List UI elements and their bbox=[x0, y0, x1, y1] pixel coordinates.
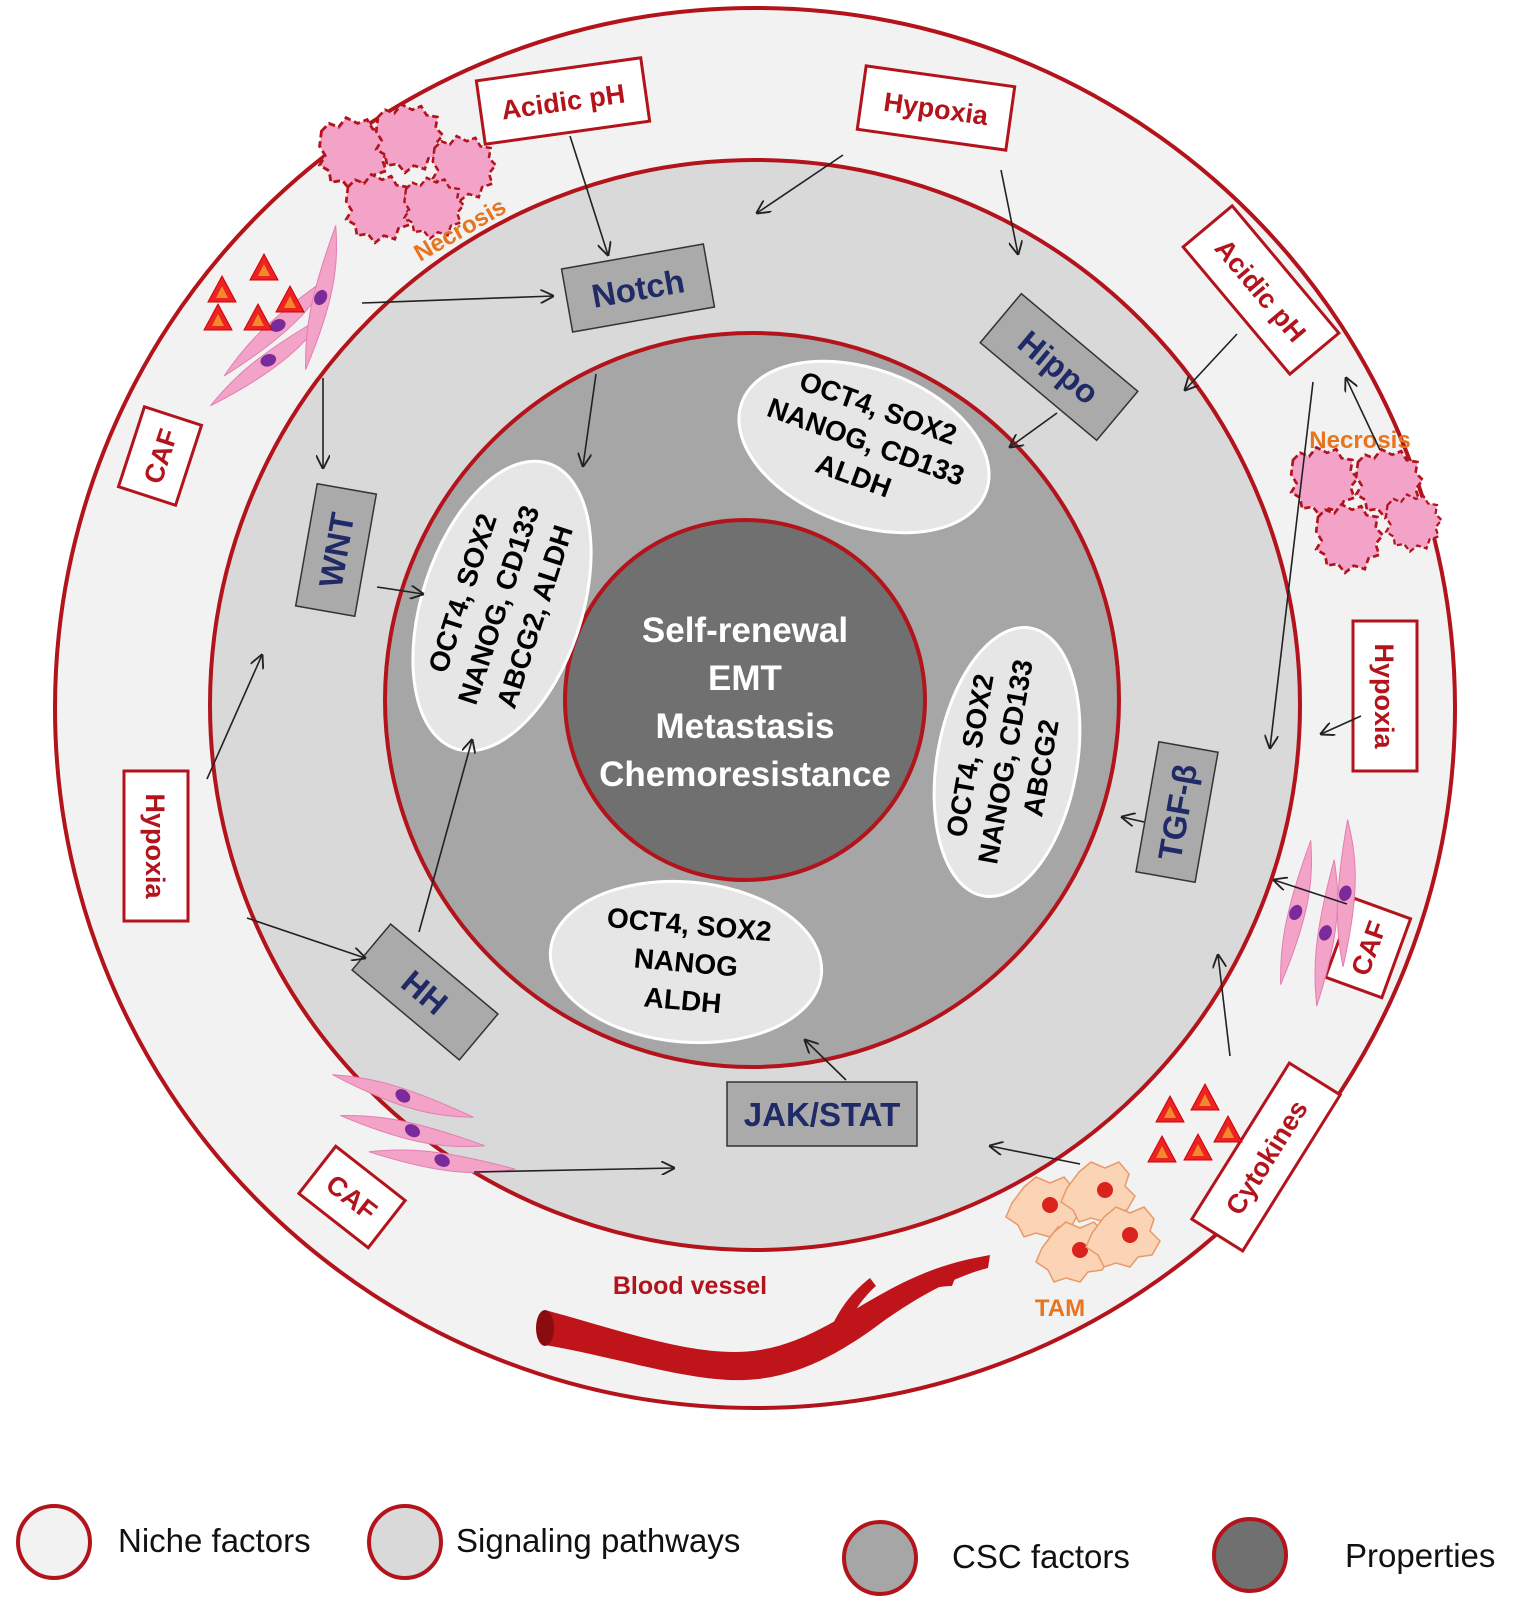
blood-vessel-label: Blood vessel bbox=[613, 1272, 767, 1300]
legend: Niche factors Signaling pathways CSC fac… bbox=[16, 1504, 1495, 1596]
csc-ellipse-left: OCT4, SOX2 NANOG, CD133 ABCG2, ALDH bbox=[411, 459, 593, 753]
blood-vessel bbox=[536, 1255, 990, 1381]
connection-arrows bbox=[206, 135, 1381, 1172]
pathway-hh: HH bbox=[351, 922, 499, 1062]
legend-item-csc-factors: CSC factors bbox=[842, 1520, 1130, 1596]
pathway-jakstat: JAK/STAT bbox=[726, 1081, 918, 1147]
niche-hypoxia-top: Hypoxia bbox=[855, 64, 1017, 152]
property-metastasis: Metastasis bbox=[656, 707, 835, 746]
legend-item-signaling-pathways: Signaling pathways bbox=[367, 1504, 740, 1580]
svg-text:Hypoxia: Hypoxia bbox=[140, 793, 170, 899]
svg-text:JAK/STAT: JAK/STAT bbox=[744, 1096, 900, 1133]
csc-ellipse-right: OCT4, SOX2 NANOG, CD133 ABCG2 bbox=[932, 626, 1082, 898]
niche-acidic-ph-top: Acidic pH bbox=[474, 56, 652, 146]
svg-text:ALDH: ALDH bbox=[643, 982, 723, 1020]
property-self-renewal: Self-renewal bbox=[642, 611, 848, 650]
niche-hypoxia-right: Hypoxia bbox=[1351, 619, 1419, 773]
property-chemoresistance: Chemoresistance bbox=[599, 755, 891, 794]
csc-ellipse-top-right: OCT4, SOX2 NANOG, CD133 ALDH bbox=[737, 359, 991, 535]
svg-text:CSC factors: CSC factors bbox=[952, 1538, 1130, 1575]
pathway-notch: Notch bbox=[560, 243, 716, 333]
pathway-wnt: WNT bbox=[294, 482, 378, 618]
tam-label: TAM bbox=[1035, 1295, 1085, 1322]
necrosis-label-right: Necrosis bbox=[1309, 427, 1410, 454]
legend-item-properties: Properties bbox=[1212, 1517, 1495, 1593]
pathway-tgfb: TGF-β bbox=[1135, 740, 1219, 884]
niche-caf-left: CAF bbox=[116, 404, 204, 508]
property-emt: EMT bbox=[708, 659, 782, 698]
svg-text:Properties: Properties bbox=[1345, 1537, 1495, 1574]
svg-text:Niche factors: Niche factors bbox=[118, 1522, 311, 1559]
svg-text:Signaling pathways: Signaling pathways bbox=[456, 1522, 740, 1559]
niche-caf-bottom: CAF bbox=[296, 1144, 408, 1250]
core-properties: Self-renewal EMT Metastasis Chemoresista… bbox=[599, 611, 891, 794]
core-circle bbox=[563, 518, 927, 882]
csc-ellipse-bottom: OCT4, SOX2 NANOG ALDH bbox=[548, 879, 824, 1045]
svg-text:Hypoxia: Hypoxia bbox=[1369, 643, 1399, 749]
legend-item-niche-factors: Niche factors bbox=[16, 1504, 311, 1580]
niche-hypoxia-left: Hypoxia bbox=[122, 769, 190, 923]
